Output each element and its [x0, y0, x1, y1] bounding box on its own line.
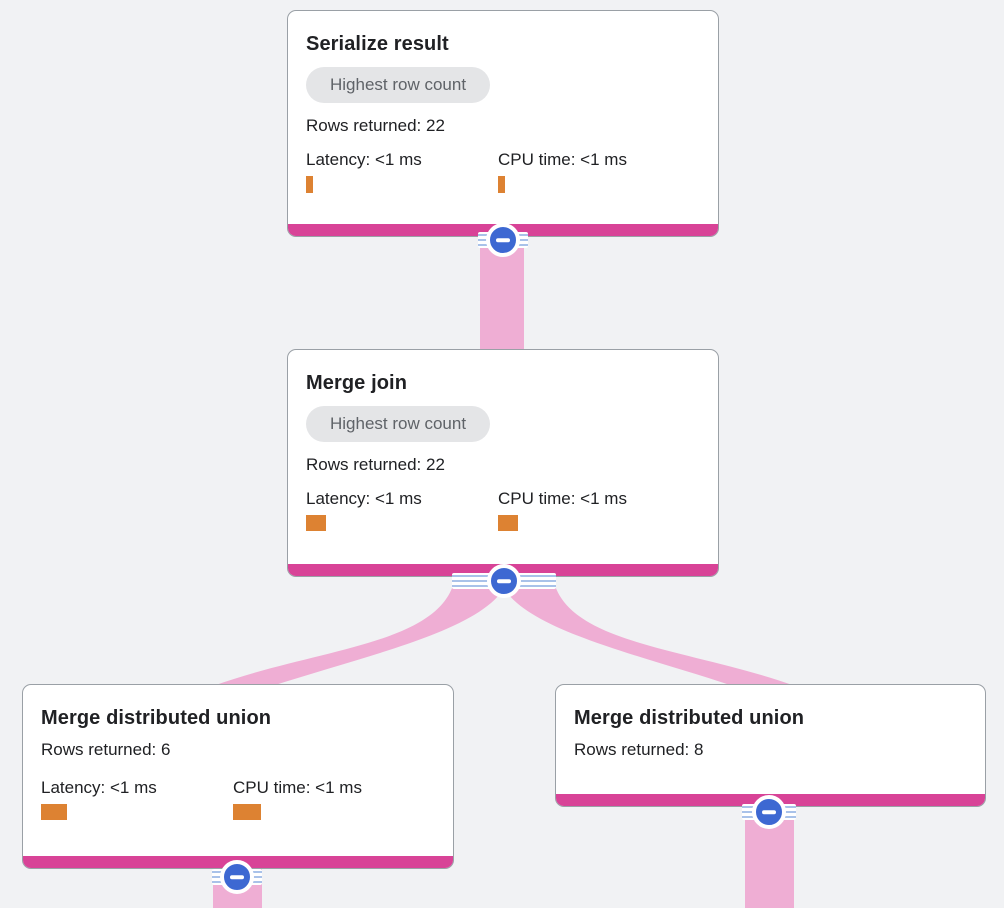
node-title: Merge distributed union — [574, 707, 805, 729]
highest-row-count-badge: Highest row count — [306, 67, 491, 103]
cpu-time-label: CPU time: <1 ms — [498, 150, 627, 169]
node-merge-join[interactable]: Merge join Highest row count Rows return… — [287, 349, 719, 577]
collapse-control-merge-join — [452, 564, 556, 598]
minus-icon — [497, 579, 511, 583]
latency-metric: Latency: <1 ms — [41, 777, 233, 820]
cpu-time-label: CPU time: <1 ms — [498, 489, 627, 508]
rows-returned: Rows returned: 22 — [306, 116, 445, 135]
collapse-control-serialize-result — [478, 223, 528, 257]
rows-returned: Rows returned: 22 — [306, 455, 445, 474]
minus-icon — [762, 810, 776, 814]
latency-label: Latency: <1 ms — [41, 778, 157, 797]
latency-metric: Latency: <1 ms — [306, 488, 498, 531]
node-title: Merge distributed union — [41, 707, 272, 729]
latency-bar — [306, 176, 313, 193]
node-merge-distributed-union-right[interactable]: Merge distributed union Rows returned: 8 — [555, 684, 986, 807]
latency-metric: Latency: <1 ms — [306, 149, 498, 193]
collapse-control-union-right — [742, 795, 796, 829]
node-title: Serialize result — [306, 33, 449, 55]
cpu-metric: CPU time: <1 ms — [233, 777, 425, 820]
node-serialize-result[interactable]: Serialize result Highest row count Rows … — [287, 10, 719, 237]
cpu-metric: CPU time: <1 ms — [498, 488, 690, 531]
cpu-metric: CPU time: <1 ms — [498, 149, 690, 193]
cpu-time-bar — [498, 176, 505, 193]
latency-label: Latency: <1 ms — [306, 150, 422, 169]
collapse-control-union-left — [212, 860, 262, 894]
node-title: Merge join — [306, 372, 408, 394]
rows-returned: Rows returned: 8 — [574, 740, 704, 759]
cpu-time-label: CPU time: <1 ms — [233, 778, 362, 797]
collapse-button[interactable] — [486, 223, 520, 257]
collapse-button[interactable] — [220, 860, 254, 894]
node-merge-distributed-union-left[interactable]: Merge distributed union Rows returned: 6… — [22, 684, 454, 869]
rows-returned: Rows returned: 6 — [41, 740, 171, 759]
minus-icon — [230, 875, 244, 879]
highest-row-count-badge: Highest row count — [306, 406, 491, 442]
minus-icon — [496, 238, 510, 242]
latency-label: Latency: <1 ms — [306, 489, 422, 508]
collapse-button[interactable] — [487, 564, 521, 598]
latency-bar — [41, 804, 67, 820]
latency-bar — [306, 515, 326, 531]
collapse-button[interactable] — [752, 795, 786, 829]
cpu-time-bar — [498, 515, 518, 531]
cpu-time-bar — [233, 804, 261, 820]
